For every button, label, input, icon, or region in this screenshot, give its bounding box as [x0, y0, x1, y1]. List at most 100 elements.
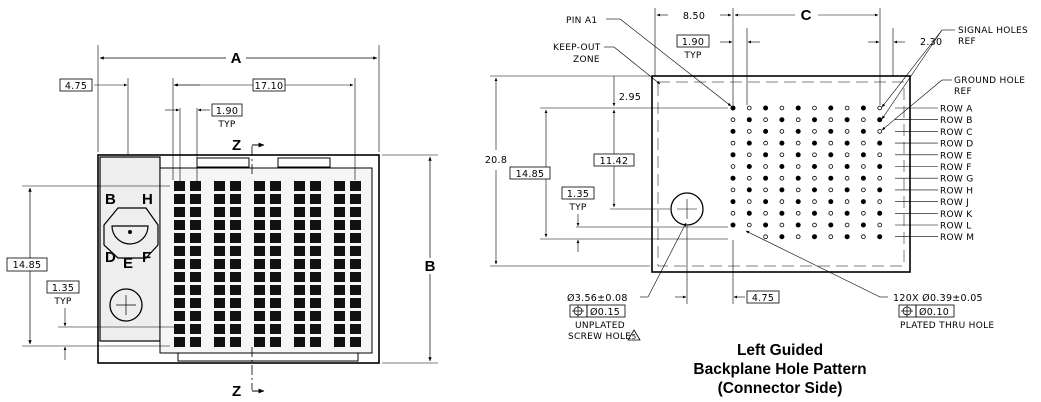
caption-line-2: Backplane Hole Pattern [693, 361, 866, 378]
pcb-hole [779, 187, 785, 193]
note-pin-a1: PIN A1 [566, 16, 597, 26]
pcb-hole [828, 187, 834, 193]
contact-pin [294, 259, 305, 269]
pcb-hole [877, 175, 882, 181]
pcb-hole [828, 105, 834, 111]
contact-pin [310, 246, 321, 256]
dim-4-75-left: 4.75 [65, 81, 87, 92]
dim-a-label: A [231, 50, 242, 67]
pcb-hole [795, 117, 801, 122]
pcb-hole [861, 211, 866, 216]
hole-array [730, 105, 883, 240]
contact-pin [190, 324, 201, 334]
contact-pin [214, 311, 225, 321]
pcb-hole [812, 210, 818, 216]
contact-pin [254, 246, 265, 256]
contact-pin [254, 324, 265, 334]
pcb-hole [746, 117, 752, 123]
left-connector-view: B H D E F Z Z A 4.75 17.10 [6, 45, 442, 400]
contact-pin [350, 285, 361, 295]
pcb-hole [795, 211, 801, 216]
pcb-hole [877, 129, 882, 134]
contact-pin [310, 207, 321, 217]
contact-pin [334, 220, 345, 230]
keepout-outline [651, 75, 911, 273]
contact-pin [350, 246, 361, 256]
pcb-hole [779, 117, 785, 123]
contact-pin [350, 337, 361, 347]
pcb-hole [844, 175, 850, 181]
note-holes-count: 120X Ø0.39±0.05 [893, 293, 983, 304]
contact-pin [190, 220, 201, 230]
contact-pin [350, 298, 361, 308]
contact-pin [270, 181, 281, 191]
contact-pin [310, 220, 321, 230]
pcb-hole [812, 152, 817, 158]
contact-pin [334, 324, 345, 334]
note-signal-2: REF [958, 37, 976, 47]
contact-pin [214, 220, 225, 230]
contact-pin [190, 259, 201, 269]
contact-pin [334, 246, 345, 256]
pcb-hole [730, 117, 736, 122]
pcb-hole [844, 129, 850, 134]
keepout-zone [657, 81, 905, 267]
pcb-hole [763, 105, 769, 111]
pcb-hole [828, 175, 834, 181]
contact-pin [214, 324, 225, 334]
contact-pin [310, 233, 321, 243]
row-label: ROW C [940, 128, 973, 138]
pcb-hole [828, 199, 834, 205]
contact-pin [230, 272, 241, 282]
note-screw-1: UNPLATED [575, 321, 625, 331]
pcb-hole [861, 140, 866, 146]
caption-line-1: Left Guided [737, 342, 823, 359]
pcb-hole [746, 129, 752, 134]
pcb-hole [844, 140, 850, 146]
contact-pin [190, 181, 201, 191]
pcb-hole [795, 222, 801, 228]
pcb-hole [779, 210, 785, 216]
contact-pin [174, 181, 185, 191]
contact-pin [190, 337, 201, 347]
pcb-hole [795, 234, 801, 240]
pcb-hole [844, 105, 850, 111]
pcb-hole [828, 211, 834, 216]
pcb-hole [779, 163, 785, 169]
dim-8-50: 8.50 [683, 11, 705, 22]
contact-pin [190, 311, 201, 321]
contact-pin [174, 194, 185, 204]
contact-pin [214, 259, 225, 269]
contact-pin [230, 298, 241, 308]
contact-pin [310, 311, 321, 321]
pcb-hole [877, 117, 883, 123]
pcb-hole [795, 175, 801, 181]
contact-pin [334, 311, 345, 321]
note-screw-diameter: Ø3.56±0.08 [567, 293, 628, 304]
guide-pin-cup [111, 225, 149, 245]
pcb-hole [779, 129, 785, 134]
contact-pin [270, 233, 281, 243]
contact-pin [310, 272, 321, 282]
contact-pin [350, 311, 361, 321]
dim-b-label: B [425, 258, 436, 275]
contact-pin [254, 233, 265, 243]
pcb-hole [860, 152, 866, 158]
pcb-hole [877, 222, 882, 228]
contact-pin [174, 220, 185, 230]
pcb-hole [812, 175, 817, 181]
contact-pin [294, 233, 305, 243]
pcb-hole [844, 152, 850, 158]
pcb-hole [812, 105, 817, 111]
pcb-hole [730, 187, 736, 193]
pcb-hole [861, 117, 866, 122]
dim-2-95: 2.95 [619, 92, 641, 103]
pcb-hole [877, 152, 882, 158]
contact-pin [254, 337, 265, 347]
contact-pin [270, 259, 281, 269]
pcb-hole [763, 164, 768, 169]
contact-pin [190, 233, 201, 243]
pcb-hole [795, 105, 801, 111]
contact-pin [230, 220, 241, 230]
pcb-hole [730, 128, 736, 134]
